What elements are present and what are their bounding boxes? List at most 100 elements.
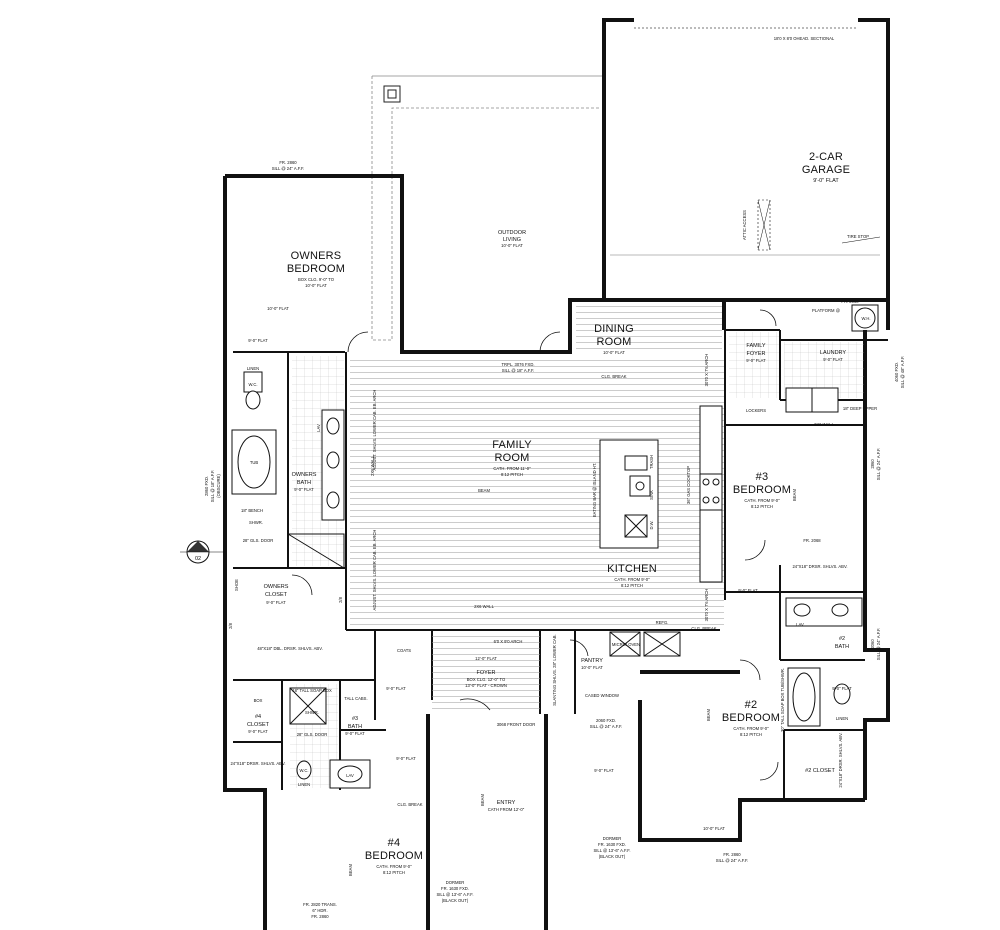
foyer-arch: 6'0 X 9'0 ARCH — [494, 639, 523, 644]
wall-note: 2X6 WALL — [474, 604, 495, 609]
owners-bedroom-sill: SILL @ 24" A.F.F. — [272, 166, 305, 171]
dormer-left-4: (BLACK OUT) — [442, 898, 469, 903]
closet4-dresser: 24"X18" DRSR. SHLVS. ABV. — [230, 761, 285, 766]
arch-note-2: 3070 X 7'6 ARCH — [704, 589, 709, 622]
bedroom3-dresser: 24"X18" DRSR. SHLVS. ABV. — [792, 564, 847, 569]
bath3-label-1: #3 — [352, 716, 358, 722]
bath2-lav: LAV — [796, 622, 804, 627]
owners-bedroom-ceiling-1: BOX CLG. 9'-0" TO — [298, 277, 335, 282]
trpl-window-note: TRPL. 3076 FXD. — [501, 362, 534, 367]
bedroom2-label-2: BEDROOM — [722, 712, 780, 724]
sink-icon — [624, 455, 648, 471]
attic-access-note: ATTIC ACCESS — [742, 210, 747, 240]
bedroom4-window: FR. 2820 TRANS. — [303, 902, 337, 907]
foyer-flat: 12'-0" FLAT — [475, 656, 497, 661]
bedroom4-hdr: 6" HDR. — [312, 908, 327, 913]
bath2-ceiling: 9'-0" FLAT — [832, 686, 852, 691]
family-foyer-ceiling: 9'-0" FLAT — [746, 358, 766, 363]
laundry-ceiling: 9'-0" FLAT — [823, 357, 843, 362]
sink-label: SINK — [649, 490, 654, 500]
bedroom4-ceiling-1: CATH. FROM 9'-0" — [376, 864, 412, 869]
oven-label: MICRO/ OVEN — [612, 642, 640, 647]
closet4-label-1: #4 — [255, 714, 261, 720]
garage-label-1: 2-CAR — [809, 151, 843, 163]
flat-note-2: 9'-0" FLAT — [396, 756, 416, 761]
floor-hatching — [290, 304, 864, 788]
laundry-label: LAUNDRY — [820, 350, 847, 356]
lower-cab-note-2: ADJUST. SHLVS. LOWER CAB. EB. ARCH — [372, 530, 377, 611]
owners-bath-ceiling: 9'-0" FLAT — [294, 487, 314, 492]
dormer-left-2: FR. 1630 FXD. — [441, 886, 469, 891]
foyer-label: FOYER — [477, 670, 496, 676]
right-window-2: SILL @ 24" A.F.F. — [876, 448, 881, 481]
cooktop-icon — [699, 473, 723, 511]
owners-bedroom-inner-flat: 10'-0" FLAT — [267, 306, 289, 311]
owners-linen-label: LINEN — [247, 366, 259, 371]
left-window-3: (OBSCURE) — [216, 474, 221, 498]
trash-label: TRASH — [649, 455, 654, 469]
closet2-label: #2 CLOSET — [805, 768, 835, 774]
entry-label: ENTRY — [497, 800, 516, 806]
bedroom4-label-2: BEDROOM — [365, 850, 423, 862]
dining-ceiling: 10'-0" FLAT — [603, 350, 625, 355]
coats-label: COATS — [397, 648, 411, 653]
foyer-shelves: SLANTING SHLVS. 28" LOWER CAB. — [552, 634, 557, 705]
family-foyer-label-2: FOYER — [747, 351, 766, 357]
flat-note-4: 9'-0" FLAT — [738, 588, 758, 593]
bath3-linen: LINEN — [298, 782, 310, 787]
right-window-3: 2060 — [870, 639, 875, 649]
family-room-ceiling-1: CATH. FROM 11'-0" — [493, 466, 531, 471]
bedroom3-window: FR. 2068 — [803, 538, 821, 543]
bath3-ceiling: 9'-0" FLAT — [345, 731, 365, 736]
owners-glass-door: 28" GLS. DOOR — [243, 538, 274, 543]
bedroom2-window: FR. 2860 — [723, 852, 741, 857]
bath-fixtures — [289, 304, 879, 789]
garage-walls — [602, 18, 890, 300]
refg-label: REFG. — [656, 620, 669, 625]
owners-bath-fixtures — [231, 371, 345, 569]
lower-cab-note-1: ADJUST. SHLVS. LOWER CAB. EB. ARCH — [372, 390, 377, 471]
tub-icon — [237, 435, 271, 489]
owners-closet-label-1: OWNERS — [264, 584, 289, 590]
bedroom2-flat: 10'-0" FLAT — [703, 826, 725, 831]
wall-note-2: 2X6 WALL — [370, 455, 375, 476]
owners-tub-label: TUB — [250, 460, 259, 465]
water-heater-icon — [851, 304, 879, 332]
foyer-ceiling-2: 13'-0" FLAT - CROWN — [465, 683, 507, 688]
owners-lav-label: LAV — [316, 424, 321, 432]
laundry-platform: PLATFORM @ — [812, 308, 840, 313]
owners-bath-label-1: OWNERS — [292, 472, 317, 478]
bath2-label-1: #2 — [839, 636, 845, 642]
owners-shower-label: SHWR. — [249, 520, 263, 525]
flat-note-1: 9'-0" FLAT — [386, 686, 406, 691]
owners-closet-ceiling: 9'-0" FLAT — [266, 600, 286, 605]
wh-label: W.H. — [861, 316, 870, 321]
bedroom2-sill: SILL @ 24" A.F.F. — [716, 858, 749, 863]
outdoor-ceiling: 10'-0" FLAT — [501, 243, 523, 248]
pantry-ceiling: 10'-0" FLAT — [581, 665, 603, 670]
dim-note-1: 2/8 — [228, 622, 233, 628]
lockers-note: LOCKERS — [746, 408, 766, 413]
left-window-1: 2860 FXD. — [204, 476, 209, 496]
owners-bedroom-ceiling-2: 10'-0" FLAT — [305, 283, 327, 288]
garage-ceiling: 9'-0" FLAT — [813, 178, 839, 184]
owners-wc-label: W.C. — [248, 382, 257, 387]
bedroom4-label-1: #4 — [388, 837, 401, 849]
pantry-cased: CASED WINDOW — [585, 693, 619, 698]
beam-note-4: BEAM — [348, 864, 353, 876]
bedroom2-ceiling-1: CATH. FROM 9'-0" — [733, 726, 769, 731]
arch-note: 3070 X 7'6 ARCH — [704, 354, 709, 387]
bedroom3-ceiling-2: 8:12 PITCH — [751, 504, 773, 509]
laundry-window: FR. 2060 — [841, 299, 859, 304]
front-door-label: 3068 FRONT DOOR — [497, 722, 536, 727]
bedroom2-label-1: #2 — [745, 699, 758, 711]
laundry-deep: 18" DEEP UPPER — [843, 406, 877, 411]
owners-closet-dresser: 48"X18" DBL. DRSR. SHLVS. ABV. — [257, 646, 323, 651]
dormer-left-3: SILL @ 13'-6" A.F.F. — [436, 892, 473, 897]
bedroom3-label-2: BEDROOM — [733, 484, 791, 496]
bath3-tall: TALL CABS. — [344, 696, 367, 701]
owners-closet-label-2: CLOSET — [265, 592, 288, 598]
wall-note-3: 2X6 WALL — [814, 422, 835, 427]
kitchen-fixtures — [599, 405, 723, 657]
kitchen-ceiling-1: CATH. FROM 9'-0" — [614, 577, 650, 582]
